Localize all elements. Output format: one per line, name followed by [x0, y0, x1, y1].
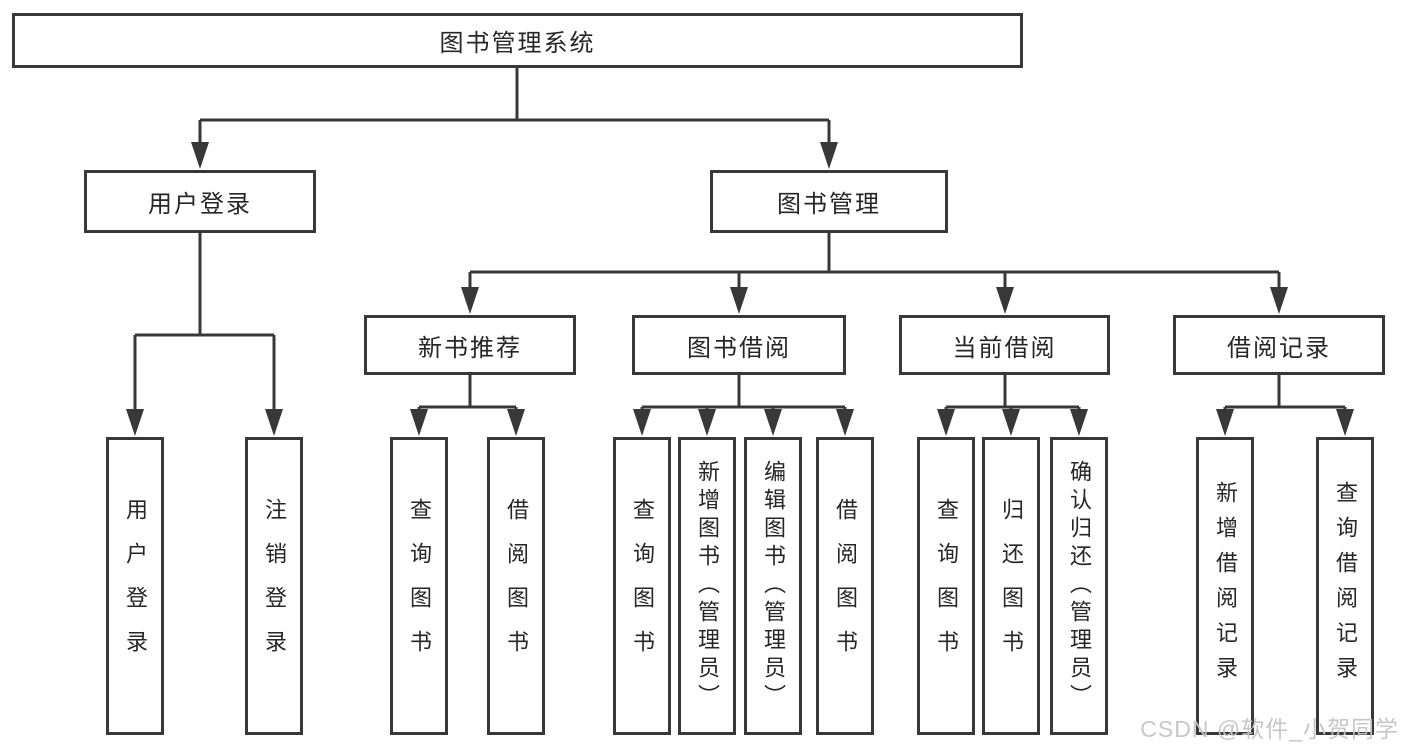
node-label: 查询图书 [630, 498, 655, 674]
leaf-logout: 注销登录 [245, 437, 303, 735]
leaf-records-query-record: 查询借阅记录 [1316, 437, 1374, 735]
node-label: 查询图书 [407, 498, 432, 674]
node-current-borrowing: 当前借阅 [899, 315, 1110, 375]
node-label: 编辑图书（管理员） [761, 460, 786, 712]
node-label: 新书推荐 [418, 334, 522, 362]
node-label: 查询图书 [934, 498, 959, 674]
node-label: 用户登录 [123, 498, 148, 674]
leaf-borrowing-edit-books-admin: 编辑图书（管理员） [744, 437, 802, 735]
node-label: 用户登录 [148, 191, 252, 218]
node-book-management: 图书管理 [710, 170, 948, 233]
node-user-login: 用户登录 [84, 170, 316, 233]
node-library-management-system: 图书管理系统 [12, 13, 1023, 68]
leaf-borrowing-query-books: 查询图书 [613, 437, 671, 735]
leaf-current-confirm-return-admin: 确认归还（管理员） [1050, 437, 1108, 735]
node-label: 借阅图书 [833, 498, 858, 674]
leaf-recommend-query-books: 查询图书 [390, 437, 448, 735]
node-label: 借阅图书 [504, 498, 529, 674]
leaf-borrowing-borrow-books: 借阅图书 [816, 437, 874, 735]
leaf-user-login: 用户登录 [106, 437, 164, 735]
node-label: 图书管理 [777, 191, 881, 218]
leaf-records-add-record: 新增借阅记录 [1196, 437, 1254, 735]
node-label: 查询借阅记录 [1333, 481, 1358, 691]
node-label: 图书借阅 [687, 334, 791, 362]
node-label: 确认归还（管理员） [1067, 460, 1092, 712]
node-label: 借阅记录 [1227, 334, 1331, 362]
node-label: 当前借阅 [952, 334, 1057, 362]
node-label: 新增借阅记录 [1213, 481, 1238, 691]
node-label: 归还图书 [999, 498, 1024, 674]
node-label: 图书管理系统 [439, 30, 596, 57]
leaf-current-query-books: 查询图书 [917, 437, 975, 735]
leaf-borrowing-add-books-admin: 新增图书（管理员） [678, 437, 736, 735]
node-book-borrowing: 图书借阅 [632, 315, 846, 375]
node-label: 新增图书（管理员） [695, 460, 720, 712]
node-borrow-records: 借阅记录 [1173, 315, 1385, 375]
leaf-recommend-borrow-books: 借阅图书 [487, 437, 545, 735]
leaf-current-return-books: 归还图书 [982, 437, 1040, 735]
node-label: 注销登录 [262, 498, 287, 674]
csdn-watermark: CSDN @软件_小贺同学 [1140, 716, 1399, 742]
node-new-book-recommend: 新书推荐 [364, 315, 576, 375]
